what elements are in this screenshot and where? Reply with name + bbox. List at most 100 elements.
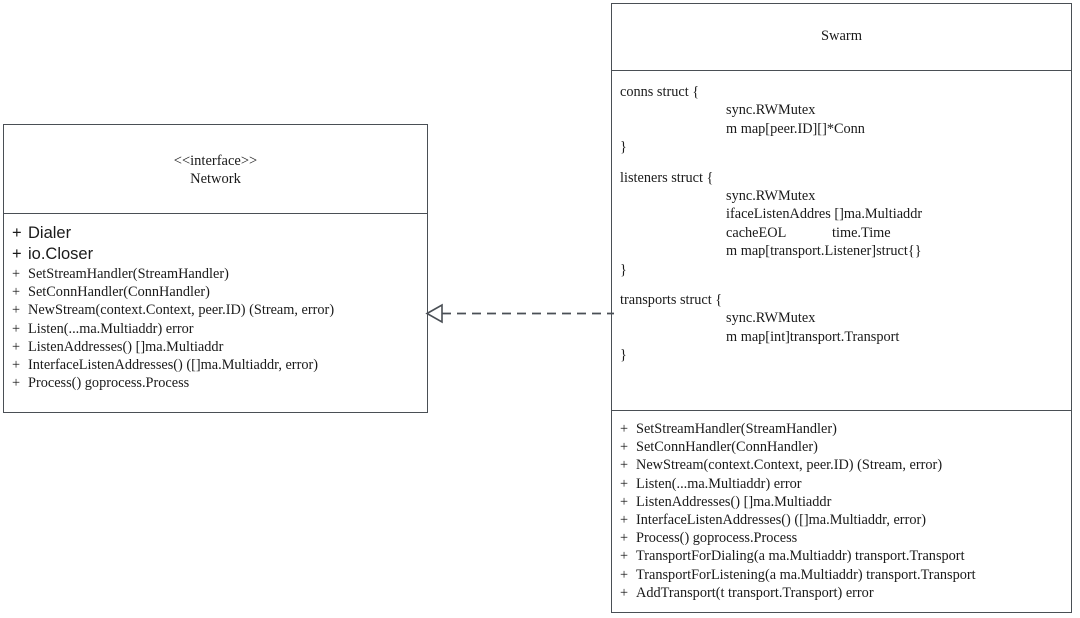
struct-field-row: cacheEOL time.Time <box>620 224 1063 242</box>
member-signature-label: Dialer <box>28 224 72 242</box>
member-signature-label: ListenAddresses() []ma.Multiaddr <box>636 493 832 510</box>
class-method-row: + AddTransport(t transport.Transport) err… <box>620 584 1063 602</box>
interface-header-compartment: <<interface>> Network <box>4 125 427 213</box>
struct-field-name: m map[transport.Listener]struct{} <box>726 243 922 260</box>
member-visibility-marker: + <box>620 548 629 565</box>
struct-field-row: m map[peer.ID][]*Conn <box>620 120 1063 138</box>
struct-field-row: m map[transport.Listener]struct{} <box>620 242 1063 260</box>
member-signature-label: io.Closer <box>28 245 94 263</box>
interface-name-label: Network <box>190 171 241 187</box>
member-signature-label: Listen(...ma.Multiaddr) error <box>28 320 194 337</box>
struct-field-name: sync.RWMutex <box>726 310 816 327</box>
class-method-row: + Listen(...ma.Multiaddr) error <box>620 475 1063 493</box>
member-signature-label: Process() goprocess.Process <box>636 530 798 547</box>
member-visibility-marker: + <box>12 320 21 337</box>
interface-member-row: + Process() goprocess.Process <box>12 374 419 392</box>
struct-field-type: time.Time <box>832 224 891 241</box>
interface-member-row: + Listen(...ma.Multiaddr) error <box>12 320 419 338</box>
interface-member-row: + NewStream(context.Context, peer.ID) (St… <box>12 301 419 319</box>
member-signature-label: ListenAddresses() []ma.Multiaddr <box>28 338 224 355</box>
struct-field-name: ifaceListenAddres []ma.Multiaddr <box>726 206 923 223</box>
interface-class-box-network[interactable]: <<interface>> Network +Dialer+io.Closer+… <box>3 124 428 413</box>
struct-field-name: sync.RWMutex <box>726 102 816 119</box>
member-signature-label: SetConnHandler(ConnHandler) <box>28 284 210 301</box>
struct-close-line: } <box>620 261 627 278</box>
member-signature-label: Process() goprocess.Process <box>28 375 190 392</box>
struct-field-row: sync.RWMutex <box>620 309 1063 327</box>
class-method-list: + SetStreamHandler(StreamHandler) + SetConn… <box>620 420 1063 602</box>
member-visibility-marker: + <box>620 475 629 492</box>
member-visibility-marker: + <box>620 421 629 437</box>
hollow-triangle-arrowhead <box>425 303 443 324</box>
member-signature-label: TransportForListening(a ma.Multiaddr) tr… <box>636 566 976 583</box>
member-visibility-marker: + <box>12 302 21 319</box>
member-visibility-marker: + <box>620 493 629 510</box>
member-visibility-marker: + <box>12 357 21 374</box>
class-method-row: + NewStream(context.Context, peer.ID) (St… <box>620 456 1063 474</box>
interface-members-compartment: + Dialer + io.Closer + SetStreamHandler(Strea… <box>4 213 427 400</box>
struct-open-line: transports struct { <box>620 292 723 309</box>
struct-open-line: conns struct { <box>620 84 700 100</box>
member-visibility-marker: + <box>620 439 629 456</box>
struct-open-line: listeners struct { <box>620 169 714 186</box>
class-methods-compartment: + SetStreamHandler(StreamHandler) + SetConn… <box>612 410 1071 610</box>
struct-field-row: ifaceListenAddres []ma.Multiaddr <box>620 205 1063 223</box>
class-name-label: Swarm <box>820 28 863 44</box>
member-visibility-marker: + <box>620 584 629 601</box>
interface-member-row: + SetStreamHandler(StreamHandler) <box>12 265 419 283</box>
interface-member-list: + Dialer + io.Closer + SetStreamHandler(Strea… <box>12 223 419 392</box>
struct-block-spacer <box>620 279 1063 291</box>
member-visibility-marker: + <box>12 224 22 242</box>
member-signature-label: InterfaceListenAddresses() ([]ma.Multiad… <box>28 357 319 374</box>
member-visibility-marker: + <box>12 245 22 263</box>
struct-field-row: sync.RWMutex <box>620 101 1063 119</box>
member-signature-label: AddTransport(t transport.Transport) erro… <box>636 584 874 601</box>
struct-field-name: sync.RWMutex <box>726 188 816 205</box>
member-visibility-marker: + <box>12 338 21 355</box>
struct-close-line: } <box>620 139 627 156</box>
member-signature-label: TransportForDialing(a ma.Multiaddr) tran… <box>636 548 965 565</box>
member-signature-label: SetConnHandler(ConnHandler) <box>636 439 818 456</box>
interface-member-row: + InterfaceListenAddresses() ([]ma.Multia… <box>12 356 419 374</box>
class-method-row: + SetConnHandler(ConnHandler) <box>620 438 1063 456</box>
interface-stereotype-label: <<interface>> <box>173 153 258 169</box>
member-signature-label: NewStream(context.Context, peer.ID) (Str… <box>636 457 943 474</box>
class-method-row: + TransportForDialing(a ma.Multiaddr) tra… <box>620 547 1063 565</box>
member-signature-label: SetStreamHandler(StreamHandler) <box>28 266 229 282</box>
member-visibility-marker: + <box>12 284 21 301</box>
struct-field-name: m map[peer.ID][]*Conn <box>726 120 865 137</box>
class-header-compartment: Swarm <box>612 4 1071 70</box>
member-signature-label: InterfaceListenAddresses() ([]ma.Multiad… <box>636 512 927 529</box>
member-visibility-marker: + <box>620 530 629 547</box>
member-signature-label: Listen(...ma.Multiaddr) error <box>636 475 802 492</box>
interface-member-row: + Dialer <box>12 223 419 244</box>
class-method-row: + InterfaceListenAddresses() ([]ma.Multia… <box>620 511 1063 529</box>
struct-block-spacer <box>620 157 1063 169</box>
struct-close-line: } <box>620 347 627 364</box>
realization-connector-swarm-to-network[interactable] <box>424 296 616 332</box>
struct-field-row: m map[int]transport.Transport <box>620 328 1063 346</box>
member-visibility-marker: + <box>620 566 629 583</box>
interface-member-row: + ListenAddresses() []ma.Multiaddr <box>12 338 419 356</box>
member-visibility-marker: + <box>12 375 21 392</box>
interface-member-row: + SetConnHandler(ConnHandler) <box>12 283 419 301</box>
struct-field-name: cacheEOL <box>726 224 787 241</box>
class-method-row: + TransportForListening(a ma.Multiaddr) t… <box>620 566 1063 584</box>
class-method-row: + ListenAddresses() []ma.Multiaddr <box>620 493 1063 511</box>
class-method-row: + Process() goprocess.Process <box>620 529 1063 547</box>
struct-field-row: sync.RWMutex <box>620 187 1063 205</box>
member-visibility-marker: + <box>12 266 21 282</box>
struct-field-name: m map[int]transport.Transport <box>726 328 900 345</box>
member-visibility-marker: + <box>620 512 629 529</box>
class-method-row: + SetStreamHandler(StreamHandler) <box>620 420 1063 438</box>
member-signature-label: SetStreamHandler(StreamHandler) <box>636 421 837 437</box>
member-signature-label: NewStream(context.Context, peer.ID) (Str… <box>28 302 335 319</box>
interface-member-row: + io.Closer <box>12 244 419 265</box>
member-visibility-marker: + <box>620 457 629 474</box>
